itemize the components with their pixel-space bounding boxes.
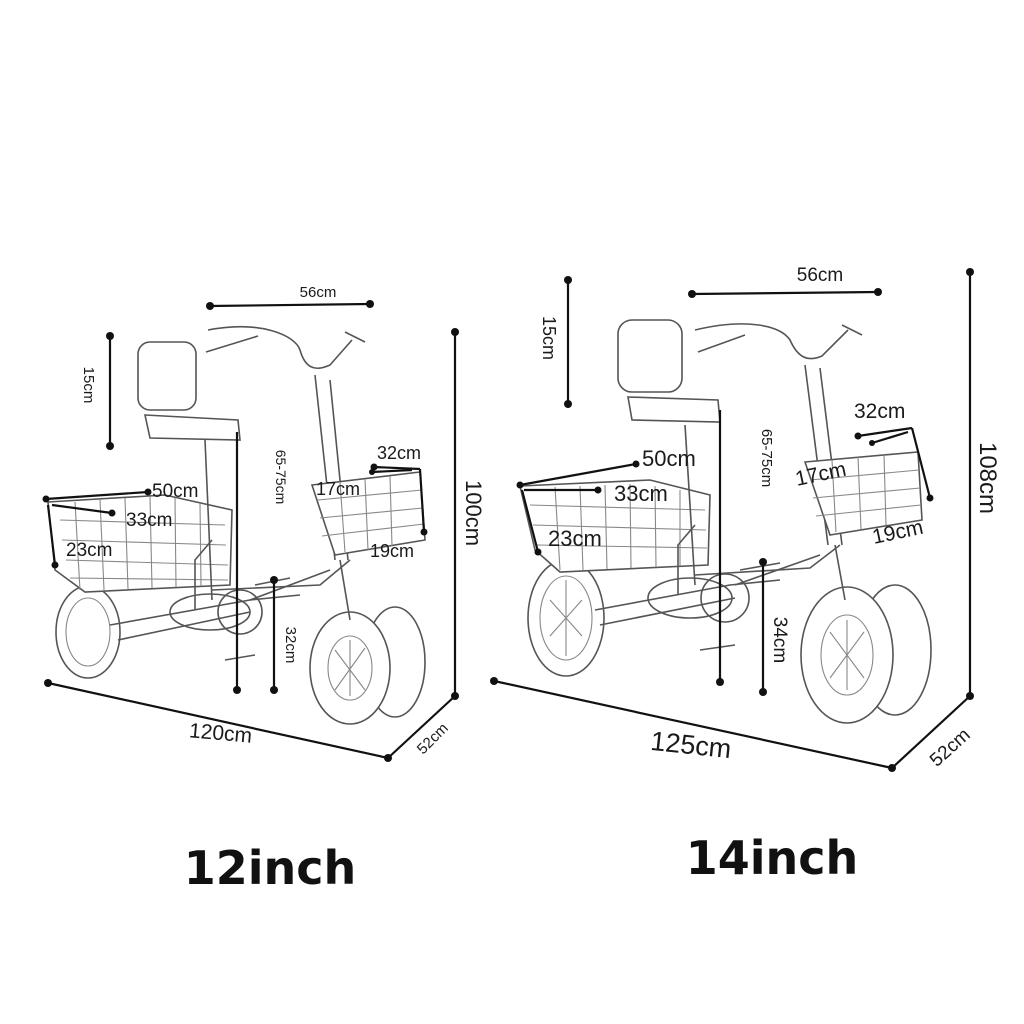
dim-label-pedal-height: 34cm — [769, 617, 790, 663]
tricycle-14inch-sketch — [519, 319, 932, 724]
dim-label-handlebar-width: 56cm — [797, 265, 843, 286]
dim-12-seat-height: 65-75cm — [233, 432, 289, 694]
dim-label-rear-basket-length: 50cm — [152, 481, 198, 502]
dim-label-backrest-height: 15cm — [80, 367, 97, 404]
dim-14-handlebar-width: 56cm — [688, 265, 882, 298]
dim-label-handlebar-width: 56cm — [300, 284, 337, 301]
model-title-14inch: 14inch — [686, 831, 859, 885]
model-title-12inch: 12inch — [184, 841, 357, 895]
dim-12-backrest-height: 15cm — [80, 332, 114, 450]
dim-label-front-basket-length: 32cm — [854, 400, 905, 423]
dim-12-overall-length: 120cm — [44, 679, 392, 762]
dim-12-front-basket: 32cm 17cm 19cm — [316, 443, 428, 561]
dim-label-overall-length: 120cm — [188, 719, 253, 747]
dim-14-seat-height: 65-75cm — [716, 410, 775, 686]
dim-label-pedal-height: 32cm — [282, 627, 299, 664]
dim-14-backrest-height: 15cm — [539, 276, 572, 408]
dim-12-rear-basket: 50cm 33cm 23cm — [42, 481, 198, 569]
dim-label-overall-width: 52cm — [414, 720, 452, 758]
dim-12-overall-height: 100cm — [451, 328, 486, 700]
dim-label-backrest-height: 15cm — [539, 316, 559, 360]
dim-12-overall-width: 52cm — [387, 695, 456, 759]
dim-14-overall-height: 108cm — [966, 268, 1001, 700]
dim-label-overall-length: 125cm — [649, 726, 733, 764]
dim-label-overall-width: 52cm — [926, 725, 975, 772]
dim-label-front-basket-width: 17cm — [316, 479, 360, 499]
tricycle-12inch: 56cm 15cm 65-75cm 100cm 50cm 33cm 23cm — [42, 284, 486, 895]
dim-label-rear-basket-width: 33cm — [614, 481, 668, 506]
dim-label-front-basket-height: 19cm — [370, 541, 414, 561]
dim-label-seat-height: 65-75cm — [273, 450, 289, 504]
dim-label-overall-height: 108cm — [974, 442, 1001, 514]
dim-label-overall-height: 100cm — [461, 480, 486, 546]
dim-14-rear-basket: 50cm 33cm 23cm — [516, 446, 696, 556]
dim-14-pedal-height: 34cm — [759, 558, 790, 696]
dim-label-rear-basket-width: 33cm — [126, 510, 172, 531]
tricycle-12inch-sketch — [47, 326, 426, 725]
dim-14-overall-width: 52cm — [891, 695, 975, 772]
dim-label-seat-height: 65-75cm — [758, 429, 775, 487]
dim-12-handlebar-width: 56cm — [206, 284, 374, 310]
dim-label-rear-basket-height: 23cm — [548, 526, 602, 551]
dim-label-front-basket-length: 32cm — [377, 443, 421, 463]
dim-12-pedal-height: 32cm — [270, 576, 299, 694]
dim-label-rear-basket-length: 50cm — [642, 446, 696, 471]
dim-label-rear-basket-height: 23cm — [66, 540, 112, 561]
tricycle-14inch: 56cm 15cm 65-75cm 108cm 50cm 33cm 23cm — [490, 265, 1001, 885]
